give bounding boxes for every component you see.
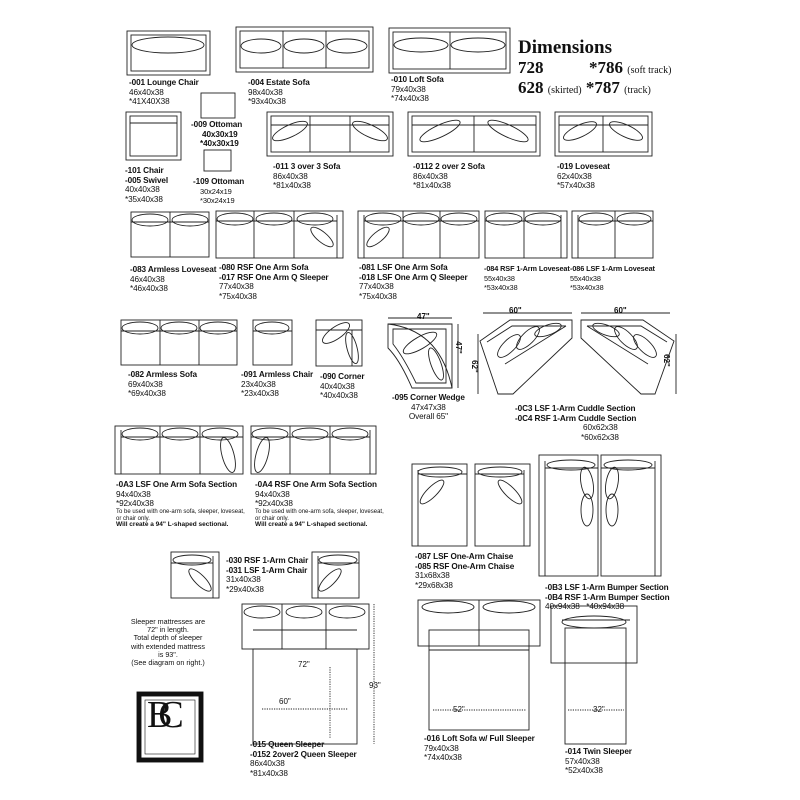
rsf-cuddle-section-diagram [580,312,677,395]
cuddle-r-top-measure: 60" [614,306,627,315]
queen-sleeper-diagram [241,603,375,745]
loft-width-measure: 52" [453,705,465,714]
ottoman-109-diagram [203,149,232,172]
lounge-chair-diagram [126,30,211,76]
corner-wedge-diagram [387,317,459,389]
dim-row-2-code-note: (skirted) [547,85,582,96]
lsf-one-arm-sofa-diagram [357,210,480,259]
item-chaise: -087 LSF One-Arm Chaise-085 RSF One-Arm … [415,552,515,590]
rsf-1-arm-chair-diagram [170,551,220,599]
rsf-one-arm-sofa-section-diagram [250,425,377,475]
loft-sofa-diagram [388,27,511,74]
dim-row-1-track-note: (soft track) [627,65,672,76]
item-bumper-section: -0B3 LSF 1-Arm Bumper Section-0B4 RSF 1-… [545,583,670,612]
dim-row-1-track-code: *786 [589,58,623,77]
rsf-1-arm-loveseat-diagram [484,210,568,259]
cuddle-l-top-measure: 60" [509,306,522,315]
wedge-top-measure: 47" [417,312,430,321]
loveseat-019-diagram [554,111,653,157]
lsf-bumper-section-diagram [538,454,599,577]
cuddle-r-side-measure: 62" [661,354,671,367]
queen-depth-measure: 93" [369,681,381,690]
ottoman-009-diagram [200,92,236,119]
item-lsf-one-arm-sofa: -081 LSF One Arm Sofa-018 LSF One Arm Q … [359,263,468,301]
sofa-3over3-diagram [266,111,394,157]
rsf-one-arm-sofa-diagram [215,210,344,259]
sleeper-note: Sleeper mattresses are 72" in length. To… [130,617,206,668]
sofa-2over2-diagram [407,111,541,157]
estate-sofa-diagram [235,26,374,73]
dim-row-2-track-code: *787 [585,78,620,97]
chair-101-diagram [125,111,182,161]
lsf-cuddle-section-diagram [477,312,573,395]
bc-logo-letters: BC [147,694,184,736]
item-queen-sleeper: -015 Queen Sleeper-0152 2over2 Queen Sle… [250,740,357,778]
loft-full-sleeper-diagram [417,599,541,731]
dimensions-title: Dimensions [518,37,612,58]
queen-length-measure: 72" [298,660,310,669]
dim-row-1: 728 *786 (soft track) [518,58,671,78]
lsf-section-note: To be used with one-arm sofa, sleeper, l… [116,509,245,529]
dim-row-1-code: 728 [518,58,544,77]
item-1-arm-chair: -030 RSF 1-Arm Chair-031 LSF 1-Arm Chair… [226,556,309,594]
dim-row-2-track-note: (track) [624,85,651,96]
item-rsf-one-arm-sofa: -080 RSF One Arm Sofa-017 RSF One Arm Q … [219,263,329,301]
rsf-bumper-section-diagram [600,454,662,577]
armless-loveseat-diagram [130,211,210,258]
bc-logo [136,691,204,763]
dim-row-2-code: 628 [518,78,544,97]
queen-width-measure: 60" [279,697,291,706]
rsf-chaise-diagram [474,463,531,547]
twin-sleeper-diagram [550,605,638,745]
cuddle-l-side-measure: 62" [469,360,479,373]
wedge-side-measure: 47" [453,341,463,354]
lsf-one-arm-sofa-section-diagram [114,425,244,475]
corner-diagram [315,319,363,367]
dim-row-2: 628 (skirted) *787 (track) [518,78,651,98]
lsf-1-arm-chair-diagram [311,551,360,599]
twin-width-measure: 32" [593,705,605,714]
lsf-chaise-diagram [411,463,468,547]
rsf-section-note: To be used with one-arm sofa, sleeper, l… [255,509,384,529]
lsf-1-arm-loveseat-diagram [571,210,654,259]
armless-chair-diagram [252,319,293,366]
armless-sofa-diagram [120,319,238,366]
item-cuddle-section: -0C3 LSF 1-Arm Cuddle Section-0C4 RSF 1-… [515,404,637,442]
